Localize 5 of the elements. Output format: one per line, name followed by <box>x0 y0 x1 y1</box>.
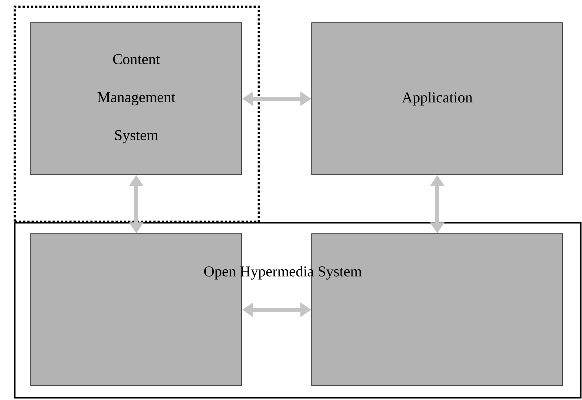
system-boundary <box>14 222 582 399</box>
component-box <box>30 234 242 386</box>
component-box: Content Management System <box>30 22 242 176</box>
dotted-boundary <box>14 6 260 224</box>
component-box: Application <box>312 22 564 176</box>
